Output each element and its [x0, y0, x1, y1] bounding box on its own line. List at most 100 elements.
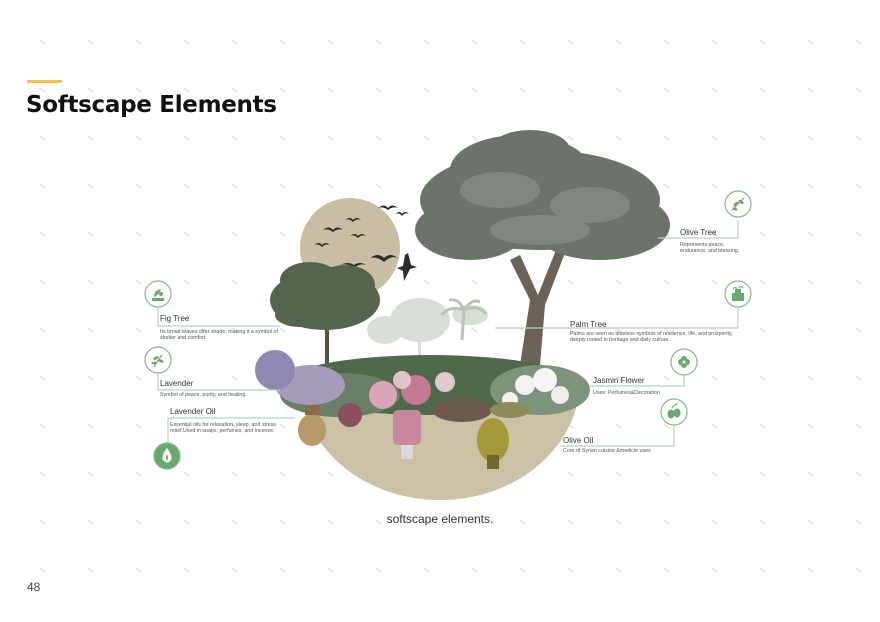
pattern-tick: [567, 279, 574, 285]
palm-tree-connector: [495, 308, 739, 329]
pattern-tick: [759, 231, 766, 237]
pattern-tick: [663, 135, 670, 141]
pattern-tick: [471, 135, 478, 141]
pattern-tick: [663, 375, 670, 381]
palm-tree-label: Palm Tree: [570, 320, 607, 329]
olive-tree-illustration: [415, 130, 670, 365]
pattern-tick: [183, 183, 190, 189]
palm-tree-description: Palms are seen as timeless symbols of re…: [570, 331, 733, 343]
pattern-tick: [807, 39, 814, 45]
pattern-tick: [567, 87, 574, 93]
olive-tree-label: Olive Tree: [680, 228, 717, 237]
pattern-tick: [183, 279, 190, 285]
pattern-tick: [87, 567, 94, 573]
pattern-tick: [567, 471, 574, 477]
pattern-tick: [807, 135, 814, 141]
pattern-tick: [231, 183, 238, 189]
pattern-tick: [855, 567, 862, 573]
pattern-tick: [87, 279, 94, 285]
olive-tree-connector: [658, 220, 739, 239]
pattern-tick: [759, 567, 766, 573]
pattern-tick: [87, 183, 94, 189]
pattern-tick: [87, 375, 94, 381]
pattern-tick: [855, 231, 862, 237]
pattern-tick: [375, 183, 382, 189]
pattern-tick: [231, 471, 238, 477]
pattern-tick: [711, 87, 718, 93]
pattern-tick: [183, 327, 190, 333]
pattern-tick: [231, 39, 238, 45]
pattern-tick: [663, 279, 670, 285]
pattern-tick: [759, 87, 766, 93]
pattern-tick: [135, 519, 142, 525]
pattern-tick: [615, 423, 622, 429]
pattern-tick: [711, 471, 718, 477]
pattern-tick: [567, 39, 574, 45]
pattern-tick: [183, 519, 190, 525]
olive-oil-label: Olive Oil: [563, 436, 594, 445]
pattern-tick: [663, 183, 670, 189]
pattern-tick: [759, 375, 766, 381]
pattern-tick: [375, 567, 382, 573]
pattern-tick: [711, 519, 718, 525]
pattern-tick: [711, 327, 718, 333]
pattern-tick: [711, 183, 718, 189]
pattern-tick: [39, 135, 46, 141]
pattern-tick: [759, 519, 766, 525]
pattern-tick: [423, 519, 430, 525]
olive-branch-icon: [724, 190, 752, 218]
pattern-tick: [471, 519, 478, 525]
pattern-tick: [471, 87, 478, 93]
pattern-tick: [855, 375, 862, 381]
pattern-tick: [279, 183, 286, 189]
pattern-tick: [471, 327, 478, 333]
pattern-tick: [471, 279, 478, 285]
pattern-tick: [519, 87, 526, 93]
pattern-tick: [87, 471, 94, 477]
pattern-tick: [327, 39, 334, 45]
pattern-tick: [279, 519, 286, 525]
pattern-tick: [855, 183, 862, 189]
pattern-tick: [663, 567, 670, 573]
pattern-tick: [327, 471, 334, 477]
pattern-tick: [39, 231, 46, 237]
pattern-tick: [711, 279, 718, 285]
pattern-tick: [39, 519, 46, 525]
pattern-tick: [855, 135, 862, 141]
pattern-tick: [375, 39, 382, 45]
pattern-tick: [87, 519, 94, 525]
pattern-tick: [279, 327, 286, 333]
pattern-tick: [279, 135, 286, 141]
pattern-tick: [759, 135, 766, 141]
pattern-tick: [711, 423, 718, 429]
fig-tree-connector: [157, 308, 280, 327]
birds-group: [314, 205, 417, 281]
olive-tree-description: Represents peace, endurance, and blessin…: [680, 242, 740, 254]
fig-tree-icon: [144, 280, 172, 308]
pattern-tick: [519, 519, 526, 525]
pattern-tick: [855, 327, 862, 333]
pattern-tick: [759, 183, 766, 189]
pattern-tick: [519, 567, 526, 573]
pattern-tick: [423, 567, 430, 573]
pattern-tick: [807, 231, 814, 237]
pattern-tick: [279, 423, 286, 429]
lavender-oil-description: Essential oils for relaxation, sleep, an…: [170, 422, 276, 434]
pattern-tick: [567, 135, 574, 141]
pattern-tick: [135, 279, 142, 285]
pattern-tick: [807, 183, 814, 189]
pattern-tick: [39, 375, 46, 381]
pattern-tick: [183, 135, 190, 141]
pattern-tick: [87, 327, 94, 333]
figure-caption: softscape elements.: [386, 512, 494, 526]
pattern-tick: [663, 39, 670, 45]
pattern-tick: [327, 567, 334, 573]
pattern-tick: [663, 327, 670, 333]
pattern-tick: [567, 327, 574, 333]
pattern-tick: [231, 135, 238, 141]
pattern-tick: [135, 567, 142, 573]
pattern-tick: [231, 279, 238, 285]
pattern-tick: [231, 423, 238, 429]
pattern-tick: [87, 231, 94, 237]
